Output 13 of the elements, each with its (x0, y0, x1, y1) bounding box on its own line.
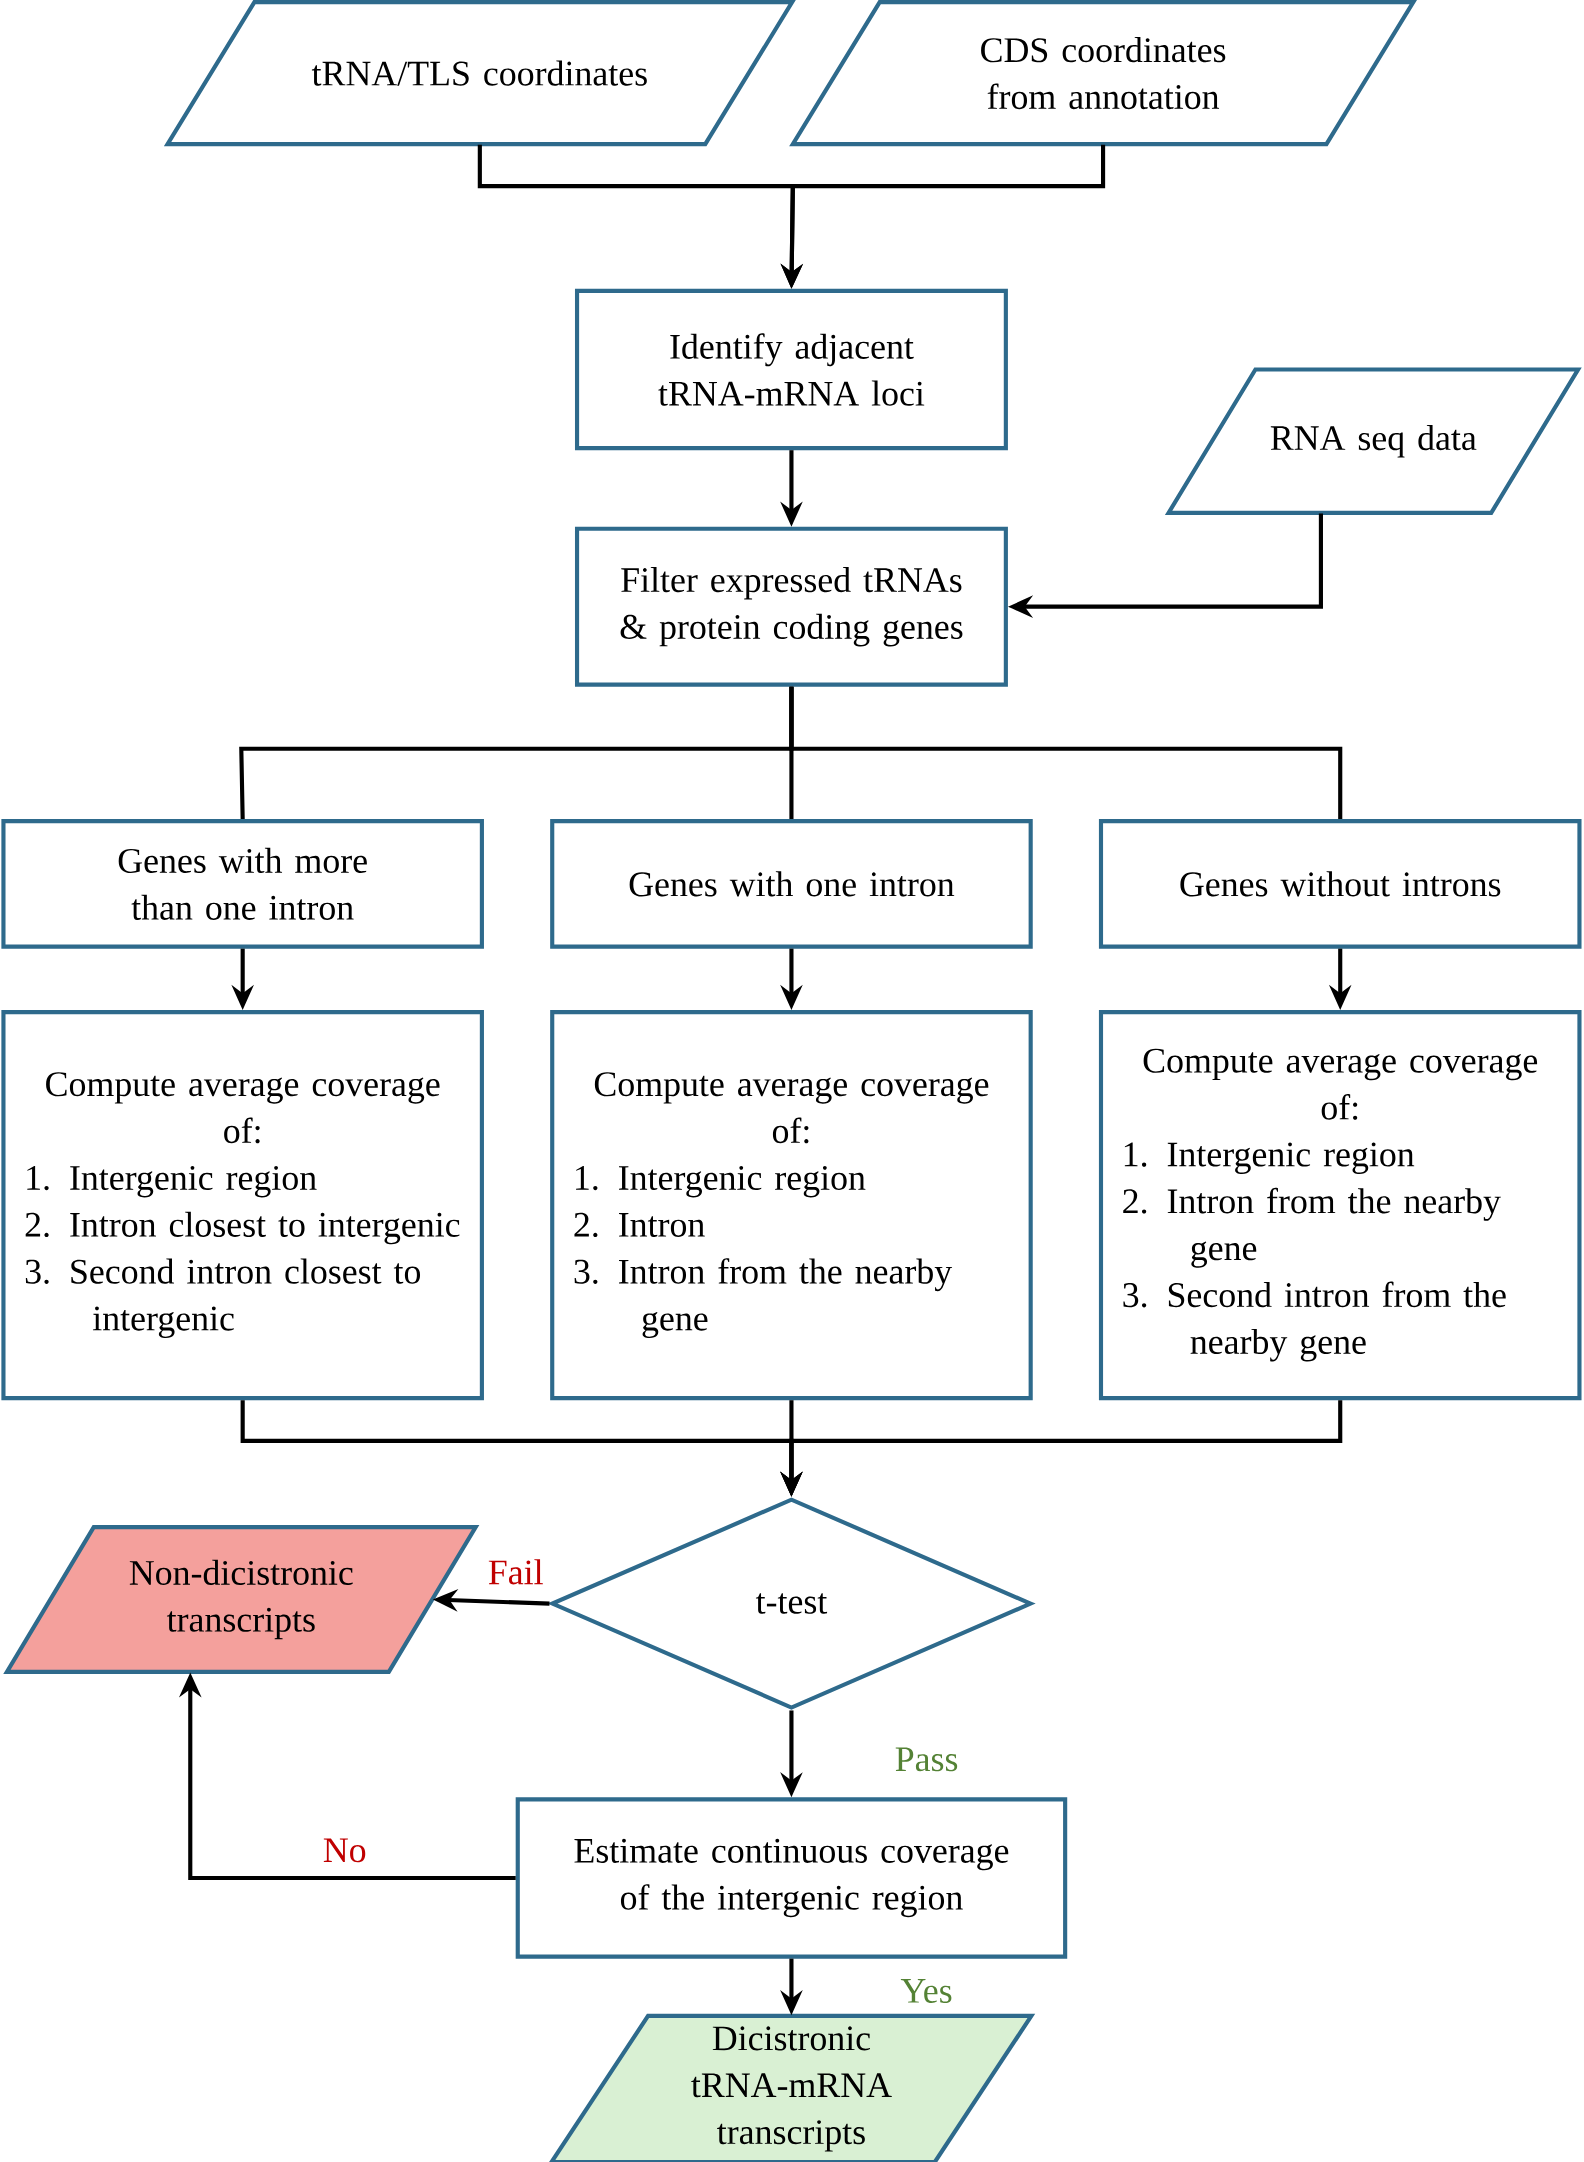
edge-label: Yes (900, 1979, 952, 2003)
edge-label: Fail (488, 1559, 543, 1585)
process-box: Filter expressed tRNAs & protein coding genes (574, 526, 1008, 687)
process-box: Genes with one intron (550, 819, 1033, 949)
process-box: Genes without introns (1098, 819, 1582, 949)
process-box: Genes with more than one intron (1, 819, 484, 949)
edge-label: No (323, 1838, 366, 1863)
process-box: Compute average coverage of: 1. Intergenic region 2. Intron 3. Intron from the nearby gene (550, 1010, 1033, 1401)
process-box: Identify adjacent tRNA-mRNA loci (574, 288, 1008, 451)
process-box: Compute average coverage of: 1. Intergenic region 2. Intron closest to intergenic 3. Second intron closest to intergenic (1, 1010, 484, 1401)
process-box: Estimate continuous coverage of the intergenic region (515, 1797, 1068, 1959)
process-box: Compute average coverage of: 1. Intergenic region 2. Intron from the nearby gene 3. Second intron from the nearby gene (1098, 1010, 1582, 1401)
edge-label: Pass (895, 1747, 958, 1772)
